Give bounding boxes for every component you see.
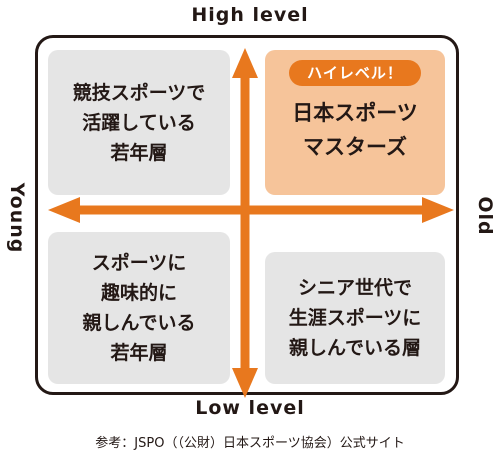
- quadrant-text: 日本スポーツ マスターズ: [292, 101, 418, 159]
- high-level-badge: ハイレベル！: [289, 60, 421, 86]
- quadrant-old-high-level: ハイレベル！ 日本スポーツ マスターズ: [265, 50, 445, 195]
- diagram-frame: [35, 35, 459, 395]
- arrow-right-icon: [422, 197, 454, 223]
- axis-label-high-level: High level: [191, 4, 309, 26]
- quadrant-text: シニア世代で 生涯スポーツに 親しんでいる層: [288, 277, 422, 359]
- arrow-up-icon: [232, 48, 258, 78]
- quadrant-young-low-level: スポーツに 趣味的に 親しんでいる 若年層: [48, 232, 230, 384]
- quadrant-old-low-level: シニア世代で 生涯スポーツに 親しんでいる層: [265, 252, 445, 384]
- quadrant-text: 競技スポーツで 活躍している 若年層: [72, 81, 206, 164]
- arrow-left-icon: [48, 197, 80, 223]
- quadrant-text: スポーツに 趣味的に 親しんでいる 若年層: [82, 252, 196, 364]
- source-note: 参考：JSPO（（公財）日本スポーツ協会）公式サイト: [95, 436, 405, 451]
- quadrant-young-high-level: 競技スポーツで 活躍している 若年層: [48, 50, 230, 195]
- axis-label-low-level: Low level: [195, 397, 305, 419]
- arrow-down-icon: [232, 368, 258, 398]
